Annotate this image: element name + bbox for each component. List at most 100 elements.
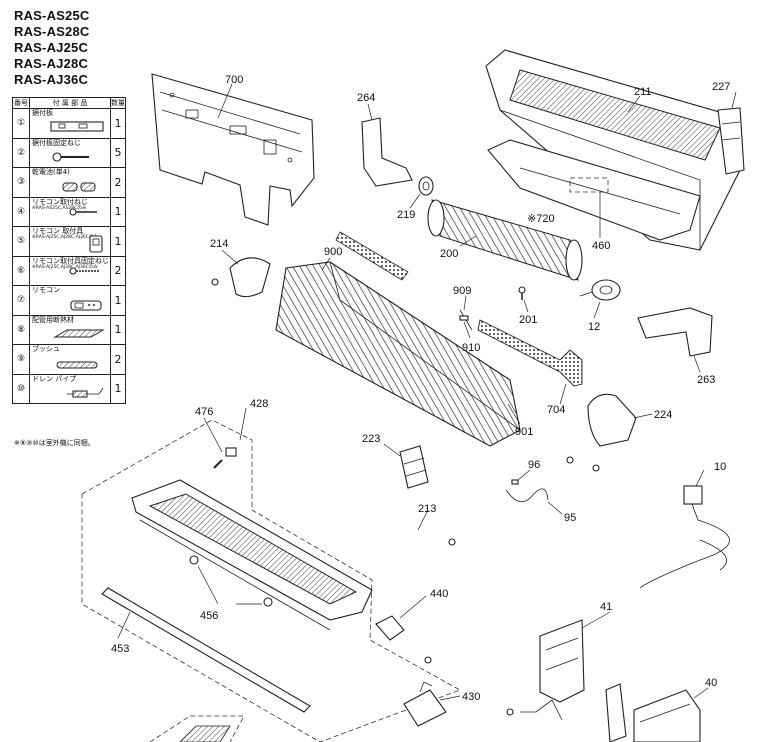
accessory-row: ③ 乾電池(単4) 2 [12, 167, 126, 198]
part-901-tube-assembly [507, 403, 521, 425]
model-name: RAS-AS28C [14, 24, 90, 39]
part-460-drain-pan [487, 139, 701, 241]
accessory-row: ⑨ ブッシュ 2 [12, 344, 126, 375]
callout-219: 219 [397, 209, 415, 221]
accessory-row: ⑥ リモコン取付具固定ねじ ※RAS-AJ25C,AJ28C,AJ36Cのみ 2 [12, 255, 126, 286]
part-12-fan-motor [579, 279, 621, 319]
part-213-drain-hose [317, 480, 456, 568]
accessory-name: リモコン [32, 286, 60, 294]
part-10-power-cord [639, 469, 730, 589]
bushing-icon [56, 361, 98, 368]
callout-720: ※720 [527, 213, 555, 225]
accessory-qty: 1 [110, 285, 126, 316]
accessory-footnote: ※⑧⑨⑩は室外機に同梱。 [14, 439, 95, 447]
screw-icon [52, 152, 89, 162]
screw-icon [69, 208, 97, 216]
accessory-row: ⑦ リモコン 1 [12, 285, 126, 316]
accessory-table: 番号 付 属 部 品 数量 ① 据付板 1 ② 据付板固定ねじ 5 ③ 乾電池(… [12, 97, 126, 404]
callout-909: 909 [453, 285, 471, 297]
part-200-cross-flow-fan [427, 199, 583, 281]
part-430-display-unit [403, 681, 461, 727]
callout-214: 214 [210, 238, 228, 250]
part-223-bracket [383, 443, 429, 489]
header-qty: 数量 [110, 97, 126, 109]
model-name: RAS-AJ28C [14, 56, 89, 71]
model-name: RAS-AJ36C [14, 72, 89, 87]
callout-900: 900 [324, 246, 342, 258]
part-201-screw [518, 286, 529, 313]
callout-224: 224 [654, 409, 672, 421]
battery-icon [62, 182, 96, 191]
part-900-heat-exchanger [275, 231, 521, 447]
callout-428: 428 [250, 398, 268, 410]
accessory-row: ① 据付板 1 [12, 108, 126, 139]
part-909-thermistor [459, 295, 473, 331]
accessory-name: 据付板固定ねじ [32, 138, 81, 147]
accessory-name: リモコン取付具固定ねじ [32, 256, 109, 265]
part-41-control-bracket [539, 611, 611, 703]
insulation-sheet-icon [53, 329, 105, 338]
callout-910: 910 [462, 342, 480, 354]
callout-10: 10 [714, 461, 726, 473]
part-453-louver [101, 587, 311, 713]
accessory-row: ⑧ 配管用断熱材 1 [12, 314, 126, 345]
callout-211: 211 [634, 86, 652, 98]
accessory-name: リモコン取付ねじ [32, 197, 88, 206]
callout-223: 223 [362, 433, 380, 445]
accessory-row: ⑩ ドレン パイプ 1 [12, 373, 126, 404]
part-428-drain-pan [131, 407, 373, 631]
part-219-bearing [409, 176, 434, 209]
accessory-name: ドレン パイプ [32, 374, 77, 383]
part-224-motor-cover [566, 393, 653, 472]
part-95-wire [505, 488, 563, 515]
callout-901: 901 [515, 426, 533, 438]
accessory-row: ⑤ リモコン 取付具 ※RAS-AJ25C,AJ28C,AJ36Cのみ 1 [12, 226, 126, 257]
part-227-side-bracket [717, 91, 745, 175]
callout-456: 456 [200, 610, 218, 622]
part-440-louver-motor [375, 595, 432, 664]
callout-476: 476 [195, 406, 213, 418]
part-214-holder [211, 249, 271, 298]
callout-440: 440 [430, 588, 448, 600]
callout-430: 430 [462, 691, 480, 703]
accessory-qty: 1 [110, 226, 126, 257]
callout-700: 700 [225, 74, 243, 86]
part-263-piping-cover [637, 307, 713, 373]
callout-453: 453 [111, 643, 129, 655]
accessory-name: 据付板 [32, 109, 53, 117]
callout-460: 460 [592, 240, 610, 252]
callout-96: 96 [528, 459, 540, 471]
accessory-note: ※RAS-AJ25C,AJ28C,AJ36Cのみ [32, 235, 98, 240]
part-40-control-board [506, 683, 709, 742]
remote-holder-icon [89, 234, 103, 253]
accessory-qty: 1 [110, 314, 126, 345]
model-name: RAS-AJ25C [14, 40, 89, 55]
header-name: 付 属 部 品 [29, 97, 111, 109]
drain-pipe-icon [67, 387, 104, 398]
part-910-thermistor-holder [459, 315, 471, 339]
callout-201: 201 [519, 314, 537, 326]
accessory-name: 配管用断熱材 [32, 315, 74, 324]
part-476-screw [203, 417, 237, 469]
callout-41: 41 [600, 601, 612, 613]
callout-labels: 700 264 211 227 219 ※720 460 200 214 900… [111, 74, 730, 703]
accessory-row: ④ リモコン取付ねじ ※RAS-AS25C,AS28Cのみ 1 [12, 196, 126, 227]
part-filter-partial [149, 715, 245, 742]
callout-227: 227 [712, 81, 730, 93]
callout-704: 704 [547, 404, 565, 416]
part-96-clip [511, 469, 531, 485]
accessory-name: 乾電池(単4) [32, 168, 70, 176]
callout-200: 200 [440, 248, 458, 260]
assembly-group-outline [81, 419, 461, 742]
model-name: RAS-AS25C [14, 8, 90, 23]
accessory-note: ※RAS-AJ25C,AJ28C,AJ36Cのみ [32, 264, 98, 270]
accessory-qty: 2 [110, 255, 126, 286]
screw-icon [69, 267, 99, 275]
callout-12: 12 [588, 321, 600, 333]
accessory-qty: 1 [110, 373, 126, 404]
mounting-plate-icon [50, 120, 104, 132]
accessory-name: ブッシュ [32, 345, 60, 353]
remote-control-icon [70, 299, 102, 311]
accessory-header-row: 番号 付 属 部 品 数量 [12, 97, 126, 109]
part-704-pipe-insulation [477, 319, 583, 405]
